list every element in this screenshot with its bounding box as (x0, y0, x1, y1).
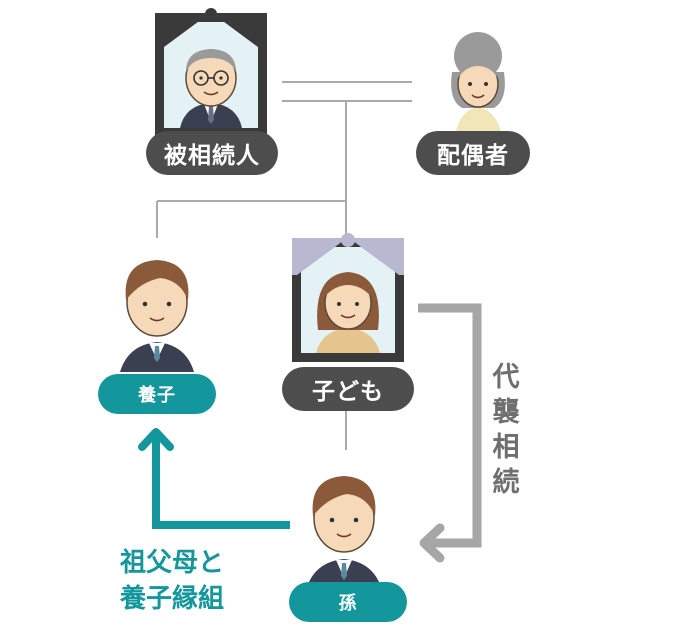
deceased-portrait (155, 8, 267, 137)
arrow-head-up-icon (138, 428, 174, 451)
ribbon-left (292, 238, 347, 275)
adopted-child-hair (125, 260, 189, 300)
child-label: 子ども (282, 367, 414, 411)
mourning-ribbon-right (212, 13, 267, 50)
grandchild-hair (312, 476, 376, 516)
adoption-label-line1: 祖父母と (120, 548, 225, 578)
arrow-head-left-icon (419, 523, 445, 563)
mourning-ribbon-left (155, 13, 210, 50)
adopted-child-avatar (120, 260, 194, 372)
deceased-label: 被相続人 (146, 131, 278, 175)
ribbon-bow-icon (341, 233, 355, 247)
grandchild-label: 孫 (289, 582, 407, 622)
ribbon-knot-icon (205, 8, 217, 20)
adoption-arrow (138, 428, 290, 529)
grandchild-avatar (306, 476, 382, 590)
adoption-label-line2: 養子縁組 (120, 584, 225, 614)
adoption-label: 祖父母と 養子縁組 (120, 545, 224, 617)
gray-hair (186, 49, 236, 72)
child-body (316, 328, 380, 353)
adopted-child-label: 養子 (98, 374, 216, 414)
family-connector-lines (156, 81, 412, 450)
ribbon-right (349, 238, 404, 275)
spouse-body (455, 107, 502, 135)
representation-inheritance-label: 代襲相続 (492, 362, 520, 498)
representation-arrow (418, 303, 482, 563)
child-portrait (292, 233, 404, 362)
spouse-avatar (451, 32, 505, 135)
spouse-label: 配偶者 (416, 131, 530, 175)
